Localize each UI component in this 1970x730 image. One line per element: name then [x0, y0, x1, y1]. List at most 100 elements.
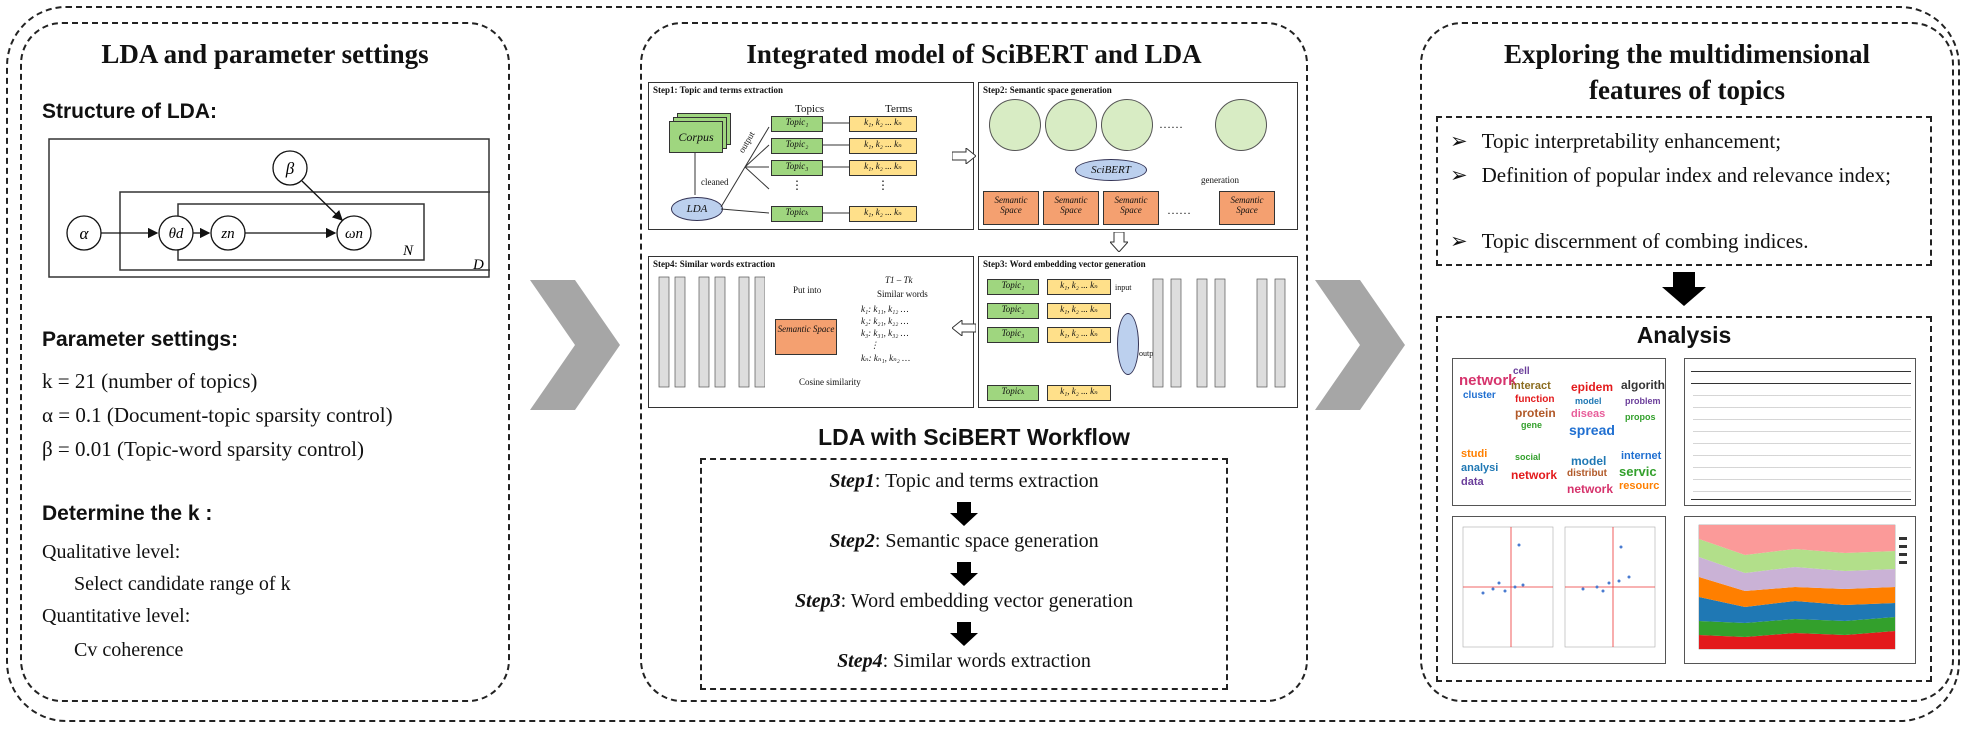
lda-plate-diagram: α θd zn ωn β N D: [48, 138, 490, 278]
topic-box: Topicₖ: [987, 385, 1039, 401]
scibert-ellipse: [1117, 313, 1139, 375]
workflow-step: Step4: Similar words extraction: [837, 650, 1091, 672]
generation-label: generation: [1201, 175, 1239, 185]
term-box: k₁, k₂ ... kₙ: [1047, 327, 1111, 343]
down-arrow-icon: [1110, 232, 1128, 252]
svg-text:N: N: [402, 243, 414, 259]
term-box: k₁, k₂ ... kₙ: [849, 206, 917, 222]
down-arrow-icon: [950, 622, 978, 646]
z-node: zn: [210, 215, 246, 251]
term-ellipsis: ⋮: [877, 178, 889, 192]
topic-box: Topic₁: [771, 116, 823, 132]
topic-box: Topic₂: [987, 303, 1039, 319]
left-panel-title: LDA and parameter settings: [101, 39, 429, 69]
semantic-space-cube: Semantic Space: [1103, 191, 1159, 225]
bullet-item: ➢Topic discernment of combing indices.: [1450, 228, 1808, 255]
step2-title: Step2: Semantic space generation: [983, 85, 1112, 95]
embedding-columns: [1152, 278, 1286, 388]
workflow-step: Step1: Topic and terms extraction: [829, 470, 1099, 492]
workflow-steps-box: [700, 458, 1228, 690]
down-arrow-icon: [950, 562, 978, 586]
left-arrow-icon: [952, 320, 976, 336]
svg-text:α: α: [80, 224, 90, 243]
output-label-step3: output: [1139, 349, 1160, 358]
alpha-node: α: [66, 215, 102, 251]
determine-heading: Determine the k :: [42, 502, 213, 525]
svg-text:θd: θd: [169, 226, 184, 242]
doc-ellipsis: ……: [1159, 117, 1183, 131]
bullet-box: [1436, 116, 1932, 266]
step1-title: Step1: Topic and terms extraction: [653, 85, 783, 95]
lda-ellipse: LDA: [671, 197, 723, 221]
workflow-step: Step2: Semantic space generation: [829, 530, 1099, 552]
svg-text:D: D: [472, 257, 484, 273]
term-box: k₁, k₂ ... kₙ: [849, 138, 917, 154]
bullet-item: ➢Definition of popular index and relevan…: [1450, 162, 1900, 189]
doc-circle: [1045, 99, 1097, 151]
param-heading: Parameter settings:: [42, 328, 239, 351]
chevron-right-icon: [1315, 280, 1405, 410]
structure-heading: Structure of LDA:: [42, 100, 217, 123]
semantic-space-cube: Semantic Space: [1219, 191, 1275, 225]
cosine-label: Cosine similarity: [799, 377, 861, 387]
topic-box: Topic₂: [771, 138, 823, 154]
term-box: k₁, k₂ ... kₙ: [1047, 303, 1111, 319]
stacked-area-thumbnail: [1684, 516, 1916, 664]
down-arrow-icon: [1662, 272, 1706, 306]
cleaned-label: cleaned: [701, 177, 729, 187]
semantic-space-cube: Semantic Space: [983, 191, 1039, 225]
term-box: k₁, k₂ ... kₙ: [1047, 279, 1111, 295]
left-panel: [20, 22, 510, 702]
t-range-label: T1 – Tk: [885, 275, 913, 285]
scibert-ellipse: SciBERT: [1075, 159, 1147, 181]
topic-table-thumbnail: [1684, 358, 1916, 506]
step3-title: Step3: Word embedding vector generation: [983, 259, 1146, 269]
param-beta: β = 0.01 (Topic-word sparsity control): [42, 437, 364, 461]
step1-box: Step1: Topic and terms extraction Topics…: [648, 82, 974, 230]
param-alpha: α = 0.1 (Document-topic sparsity control…: [42, 403, 393, 427]
topics-header: Topics: [795, 103, 825, 115]
right-panel-title-line2: features of topics: [1589, 75, 1785, 105]
similar-words-matrix: k₁: k₁₁, k₁₂ …k₂: k₂₁, k₂₂ …k₃: k₃₁, k₃₂…: [861, 304, 911, 363]
chevron-right-icon: [530, 280, 620, 410]
put-into-label: Put into: [793, 285, 822, 295]
semantic-space-cube: Semantic Space: [775, 319, 837, 355]
similar-words-label: Similar words: [877, 289, 928, 299]
vector-columns: [658, 276, 765, 388]
lda-label: LDA: [686, 203, 708, 215]
outer-frame: [6, 6, 1960, 722]
step2-box: Step2: Semantic space generation …… SciB…: [978, 82, 1298, 230]
corpus-label: Corpus: [669, 121, 723, 153]
param-k: k = 21 (number of topics): [42, 369, 258, 393]
arrow-bullet-icon: ➢: [1450, 229, 1468, 253]
qualitative-label: Qualitative level:: [42, 541, 181, 563]
quantitative-label: Quantitative level:: [42, 605, 191, 627]
arrow-bullet-icon: ➢: [1450, 163, 1468, 187]
middle-panel: [640, 22, 1308, 702]
right-panel: [1420, 22, 1954, 702]
omega-node: ωn: [336, 215, 372, 251]
topic-box: Topic₃: [987, 327, 1039, 343]
term-box: k₁, k₂ ... kₙ: [1047, 385, 1111, 401]
topic-ellipsis: ⋮: [791, 178, 803, 192]
analysis-title: Analysis: [1636, 322, 1732, 348]
workflow-title: LDA with SciBERT Workflow: [818, 424, 1130, 450]
svg-text:ωn: ωn: [345, 226, 363, 242]
topic-box: Topic₃: [771, 160, 823, 176]
scibert-label: SciBERT: [1091, 164, 1131, 176]
doc-circle: [989, 99, 1041, 151]
step4-title: Step4: Similar words extraction: [653, 259, 776, 269]
terms-header: Terms: [885, 103, 913, 115]
doc-circle: [1215, 99, 1267, 151]
input-label: input: [1115, 283, 1132, 292]
down-arrow-icon: [950, 502, 978, 526]
beta-node: β: [272, 150, 308, 186]
scatter-thumbnail: [1452, 516, 1666, 664]
workflow-step: Step3: Word embedding vector generation: [795, 590, 1133, 612]
arrow-bullet-icon: ➢: [1450, 129, 1468, 153]
svg-text:zn: zn: [220, 226, 234, 242]
topic-box: Topicₖ: [771, 206, 823, 222]
analysis-box: [1436, 316, 1932, 682]
topic-box: Topic₁: [987, 279, 1039, 295]
step1-connectors: [694, 122, 849, 214]
